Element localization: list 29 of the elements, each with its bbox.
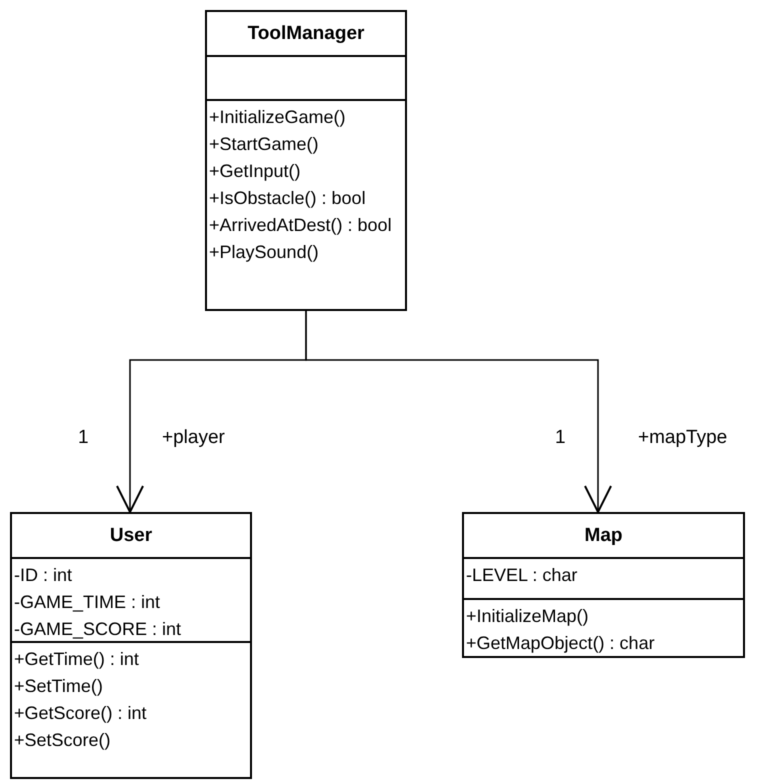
class-member: +StartGame(): [209, 133, 319, 156]
class-member: +GetScore() : int: [14, 702, 147, 725]
class-member: -ID : int: [14, 564, 72, 587]
association-arrow: [305, 311, 612, 513]
class-compartment: [12, 557, 250, 641]
class-box: [205, 10, 407, 311]
class-box: [462, 512, 745, 658]
class-member: +SetScore(): [14, 729, 111, 752]
multiplicity-label: 1: [78, 426, 89, 450]
multiplicity-label: 1: [555, 426, 566, 450]
class-box: [10, 512, 252, 779]
role-label: +player: [162, 426, 225, 450]
class-name: User: [108, 524, 154, 548]
class-name: Map: [584, 524, 624, 548]
class-member: +ArrivedAtDest() : bool: [209, 214, 392, 237]
class-name: ToolManager: [246, 22, 366, 46]
class-member: +InitializeMap(): [466, 605, 589, 628]
class-member: +IsObstacle() : bool: [209, 187, 366, 210]
role-label: +mapType: [638, 426, 728, 450]
class-member: +SetTime(): [14, 675, 103, 698]
class-compartment: [464, 598, 743, 656]
class-member: -GAME_SCORE : int: [14, 618, 182, 641]
class-member: -LEVEL : char: [466, 564, 578, 587]
class-member: +PlaySound(): [209, 241, 319, 264]
class-member: +GetTime() : int: [14, 648, 139, 671]
class-member: +InitializeGame(): [209, 106, 346, 129]
class-member: +GetInput(): [209, 160, 301, 183]
class-member: +GetMapObject() : char: [466, 632, 655, 655]
class-member: -GAME_TIME : int: [14, 591, 160, 614]
